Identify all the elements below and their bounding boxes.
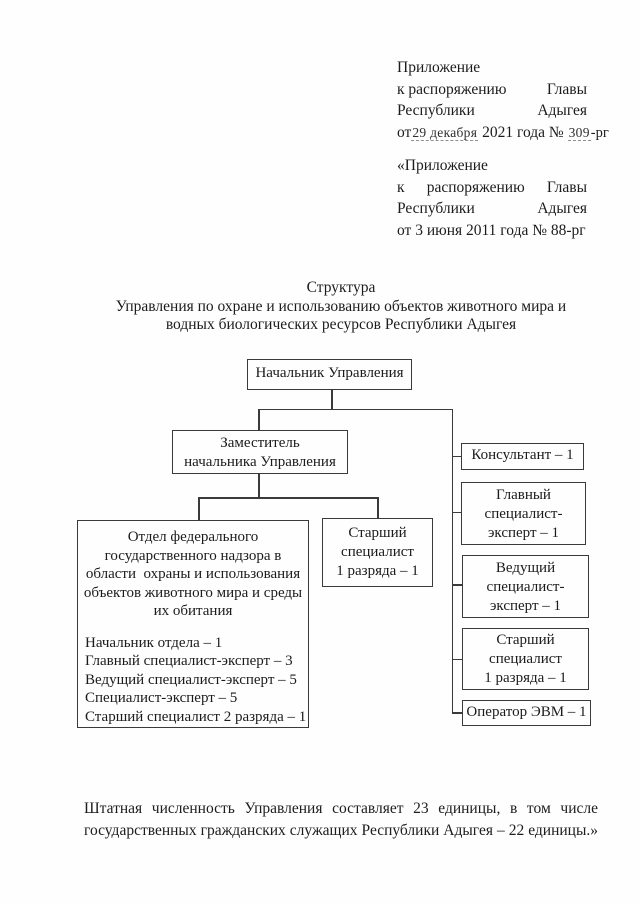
appendix-date-line: от 3 июня 2011 года № 88-рг <box>397 221 586 239</box>
appendix-line: Республики Адыгея <box>397 102 587 119</box>
handwritten-date: 29 декабря <box>411 124 479 141</box>
connector-to-otdel <box>198 497 200 521</box>
appendix-line: к распоряжению Главы <box>397 80 587 98</box>
orgbox-konsultant: Консультант – 1 <box>461 443 584 470</box>
connector-stub-senior <box>452 658 463 660</box>
handwritten-number: 309 <box>567 124 591 141</box>
appendix-block-2021: Приложение к распоряжению Главы Республи… <box>397 57 609 144</box>
title-line: водных биологических ресурсов Республики… <box>165 316 517 334</box>
connector-stub-konsultant <box>452 455 462 457</box>
orgbox-senior-specialist-right: Старший специалист 1 разряда – 1 <box>462 628 589 690</box>
orgbox-head-of-department: Начальник Управления <box>247 359 412 390</box>
orgbox-computer-operator: Оператор ЭВМ – 1 <box>462 700 591 726</box>
title-line: Управления по охране и использованию объ… <box>115 297 567 315</box>
connector-to-deputy <box>258 409 260 431</box>
appendix-line: к распоряжению Главы <box>397 178 587 196</box>
page-title: Структура Управления по охране и использ… <box>85 279 597 335</box>
title-line: Структура <box>306 279 376 296</box>
orgbox-leading-specialist-expert: Ведущий специалист- эксперт – 1 <box>462 555 589 618</box>
connector-stub-vedushchy <box>452 584 463 586</box>
orgbox-staff-list: Начальник отдела – 1 Главный специалист-… <box>85 634 307 725</box>
footer-line: государственных гражданских служащих Рес… <box>84 822 598 840</box>
orgbox-federal-supervision-unit: Отдел федерального государственного надз… <box>77 520 309 728</box>
connector-right-trunk <box>451 408 453 714</box>
connector-head-down <box>331 390 333 410</box>
appendix-line: Республики Адыгея <box>397 200 587 217</box>
appendix-line: «Приложение <box>397 157 488 174</box>
connector-to-senior-mid <box>377 497 379 519</box>
appendix-block-2011: «Приложение к распоряжению Главы Республ… <box>397 155 587 241</box>
orgbox-deputy-head: Заместитель начальника Управления <box>172 430 348 474</box>
connector-stub-operator <box>452 712 463 714</box>
connector-top-horizontal <box>258 408 453 410</box>
appendix-line: Приложение <box>397 59 481 76</box>
orgbox-chief-specialist-expert: Главный специалист- эксперт – 1 <box>461 482 586 545</box>
connector-deputy-down <box>258 474 260 498</box>
footer-line: Штатная численность Управления составляе… <box>84 800 598 817</box>
orgbox-senior-specialist-mid: Старший специалист 1 разряда – 1 <box>322 518 433 587</box>
connector-stub-glavny <box>452 511 462 513</box>
appendix-date-line: от29 декабря 2021 года № 309-рг <box>397 123 609 141</box>
staff-total-paragraph: Штатная численность Управления составляе… <box>84 798 598 843</box>
connector-mid-horizontal <box>198 497 379 499</box>
